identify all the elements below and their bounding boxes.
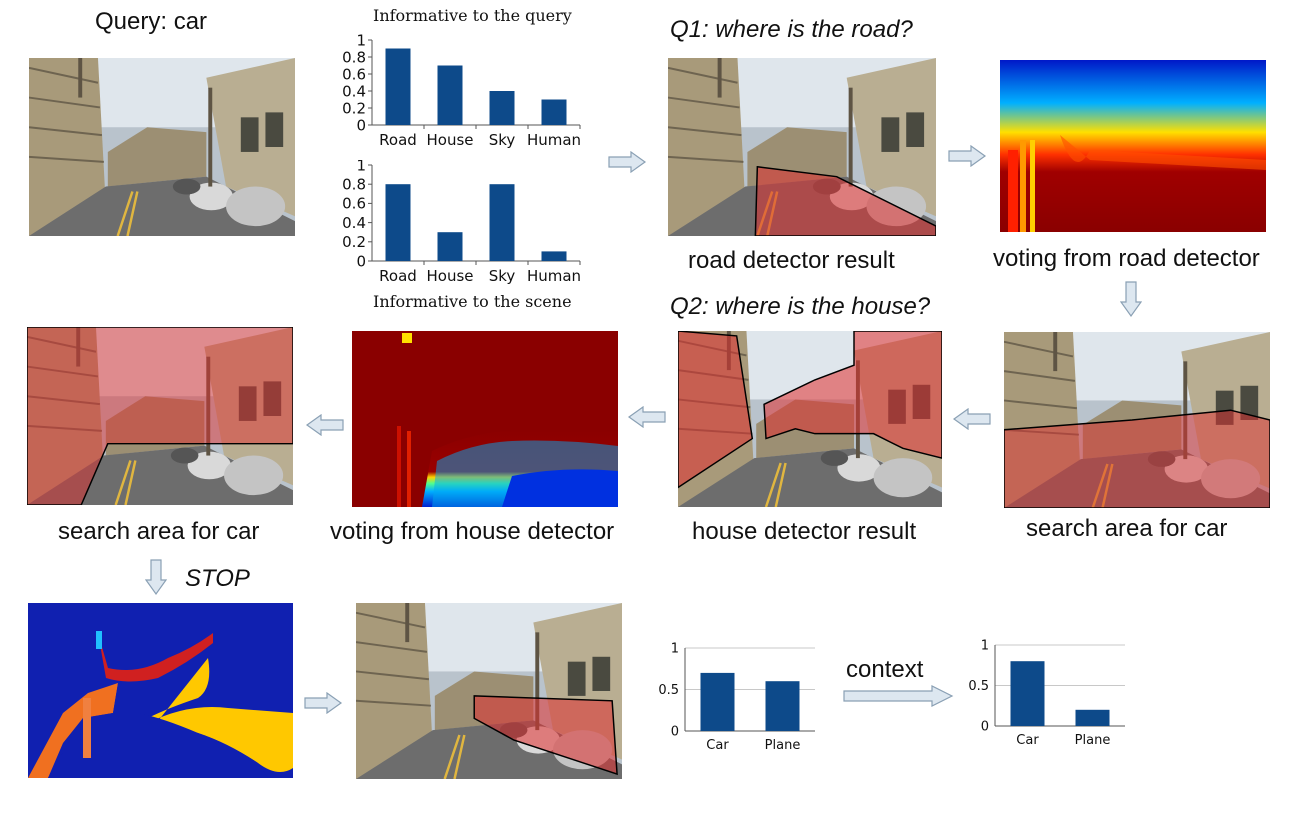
chart1-title: Informative to the query — [373, 6, 572, 25]
stop-label: STOP — [185, 565, 250, 592]
arrow-left-icon — [952, 408, 991, 430]
search-area-right-caption: search area for car — [1026, 515, 1228, 542]
bar-human — [541, 99, 567, 125]
q2-label: Q2: where is the house? — [670, 293, 931, 320]
y-tick-label: 0.6 — [342, 65, 366, 83]
context-label: context — [846, 656, 924, 683]
arrow-right-icon — [608, 151, 647, 173]
y-tick-label: 1 — [671, 642, 679, 657]
y-tick-label: 0.2 — [342, 233, 366, 251]
bar-car — [700, 672, 735, 731]
x-tick-label: Car — [706, 738, 729, 753]
x-tick-label: Plane — [765, 738, 801, 753]
y-tick-label: 0.5 — [658, 683, 679, 698]
arrow-right-icon — [843, 685, 954, 707]
road-voting-caption: voting from road detector — [993, 245, 1260, 272]
bar-house — [437, 232, 463, 261]
house-detector-caption: house detector result — [692, 518, 917, 545]
y-tick-label: 0.4 — [342, 214, 366, 232]
bar-road — [385, 48, 411, 125]
x-tick-label: Plane — [1075, 733, 1111, 748]
q1-label: Q1: where is the road? — [670, 16, 913, 43]
x-tick-label: Sky — [489, 267, 516, 285]
original-street-image — [29, 58, 295, 236]
house-voting-caption: voting from house detector — [330, 518, 615, 545]
y-tick-label: 0.4 — [342, 82, 366, 100]
road-voting-heatmap — [1000, 60, 1266, 232]
y-tick-label: 0.8 — [342, 48, 366, 66]
arrow-right-icon — [948, 145, 987, 167]
y-tick-label: 1 — [981, 639, 989, 654]
x-tick-label: Road — [379, 131, 417, 149]
arrow-down-icon — [1120, 281, 1142, 318]
y-tick-label: 0.6 — [342, 195, 366, 213]
query-label: Query: car — [95, 8, 208, 35]
road-detector-image — [668, 58, 936, 236]
bar-plane — [765, 681, 800, 731]
x-tick-label: Sky — [489, 131, 516, 149]
y-tick-label: 0.8 — [342, 175, 366, 193]
x-tick-label: House — [426, 267, 473, 285]
search-area-left-image — [27, 327, 293, 505]
arrow-left-icon — [305, 414, 344, 436]
house-voting-heatmap — [352, 331, 618, 507]
y-tick-label: 1 — [356, 31, 366, 49]
x-tick-label: Car — [1016, 733, 1039, 748]
x-tick-label: Human — [527, 131, 581, 149]
chart2-title: Informative to the scene — [373, 292, 572, 311]
house-detector-image — [678, 331, 942, 507]
y-tick-label: 0 — [981, 720, 989, 735]
road-detector-caption: road detector result — [688, 247, 895, 274]
y-tick-label: 0.5 — [968, 679, 989, 694]
search-area-left-caption: search area for car — [58, 518, 260, 545]
y-tick-label: 0 — [671, 725, 679, 740]
segmentation-map — [28, 603, 293, 778]
arrow-left-icon — [627, 406, 666, 428]
arrow-down-icon — [145, 559, 167, 596]
bar-human — [541, 251, 567, 261]
bar-house — [437, 65, 463, 125]
bar-plane — [1075, 709, 1110, 726]
y-tick-label: 0.2 — [342, 99, 366, 117]
bar-sky — [489, 184, 515, 261]
search-area-right-image — [1004, 332, 1270, 508]
x-tick-label: Human — [527, 267, 581, 285]
bar-sky — [489, 91, 515, 125]
x-tick-label: Road — [379, 267, 417, 285]
final-search-area-image — [356, 603, 622, 779]
bar-car — [1010, 661, 1045, 726]
y-tick-label: 1 — [356, 160, 366, 174]
y-tick-label: 0 — [356, 116, 366, 134]
y-tick-label: 0 — [356, 252, 366, 270]
x-tick-label: House — [426, 131, 473, 149]
arrow-right-icon — [304, 692, 343, 714]
bar-road — [385, 184, 411, 261]
